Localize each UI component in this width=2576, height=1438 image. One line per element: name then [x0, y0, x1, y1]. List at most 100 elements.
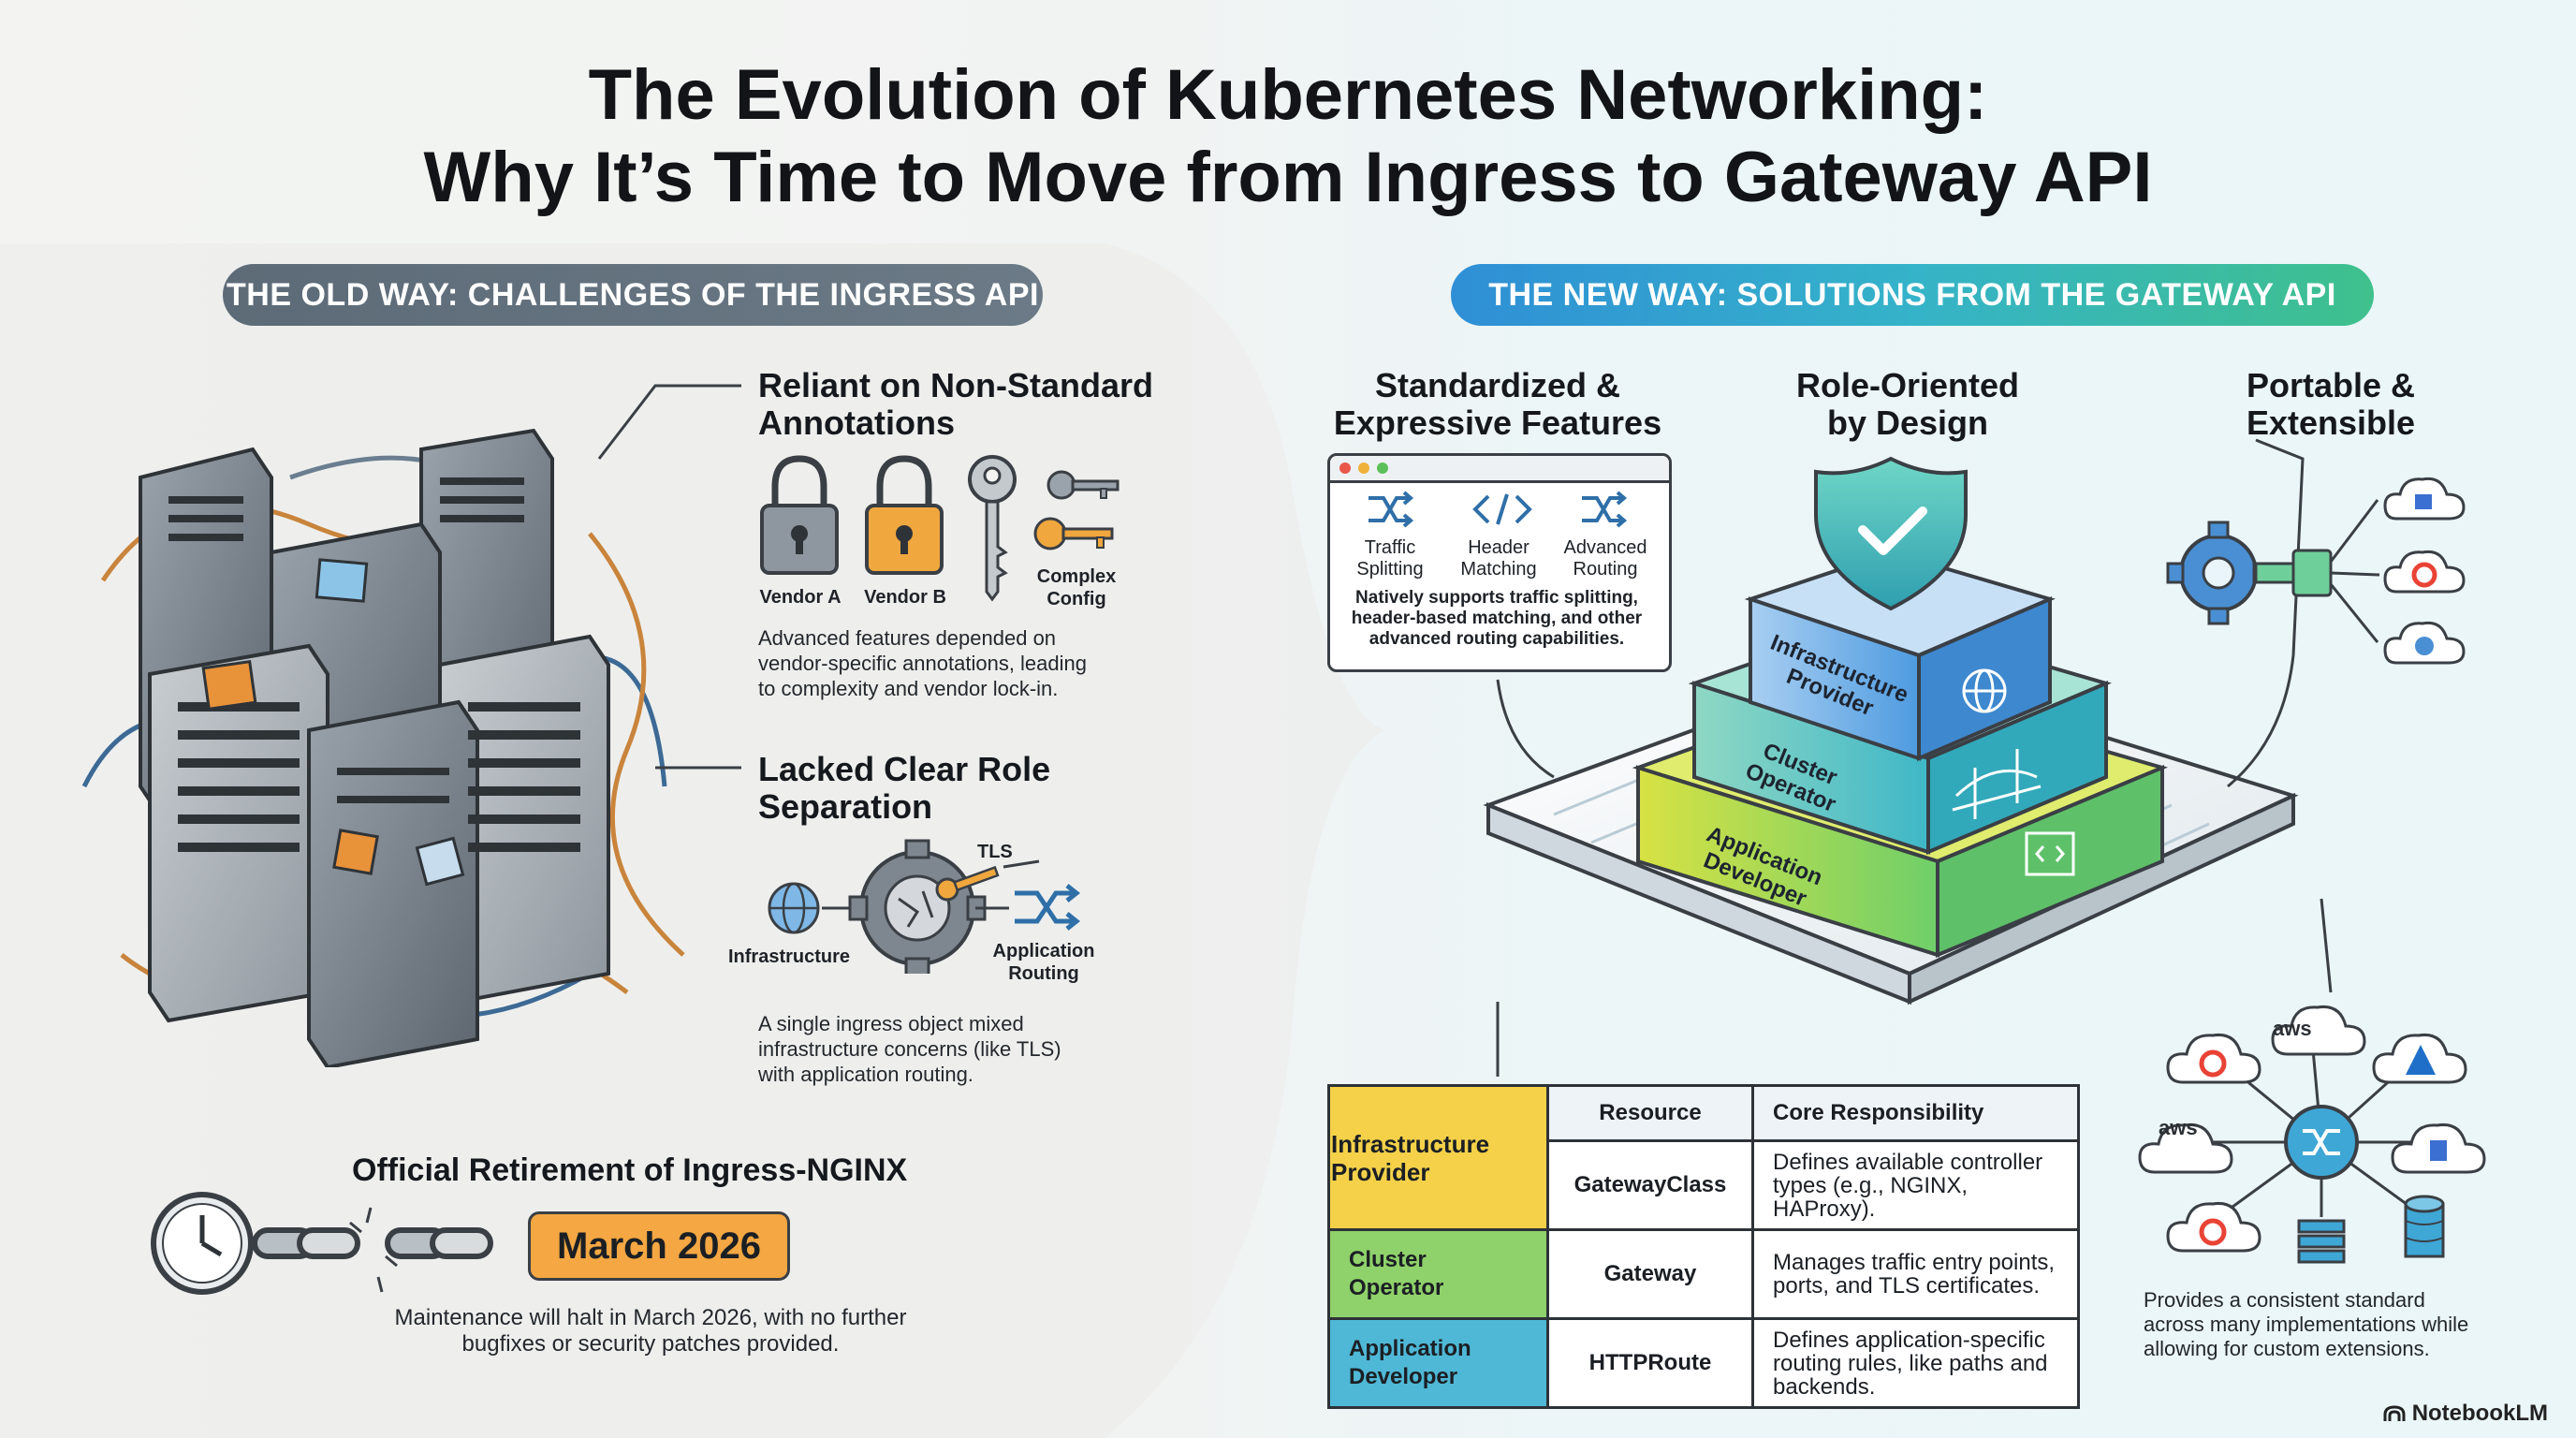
features-heading-line2: Expressive Features [1333, 404, 1662, 442]
roles-heading-line1: Role-Oriented [1795, 366, 2020, 404]
table-row: Application Developer HTTPRoute Defines … [1327, 1317, 2080, 1409]
old-way-header: THE OLD WAY: CHALLENGES OF THE INGRESS A… [223, 264, 1043, 326]
traffic-splitting-line2: Splitting [1356, 559, 1424, 580]
table-role-line2: Operator [1349, 1275, 1444, 1300]
vendor-b-label: Vendor B [864, 587, 946, 608]
aws-left-label: aws [2159, 1116, 2198, 1139]
portable-heading: Portable & Extensible [2144, 367, 2518, 442]
role-resource-table: Infrastructure Provider Resource Core Re… [1327, 1084, 2080, 1409]
table-role-line1: Infrastructure [1331, 1129, 1490, 1158]
shuffle-icon [1582, 491, 1628, 528]
role-separation-desc-line1: A single ingress object mixed [758, 1012, 1024, 1035]
chain-icon [252, 1227, 493, 1259]
table-col-resource: Resource [1546, 1084, 1754, 1142]
table-role-cell: Infrastructure Provider [1327, 1084, 1549, 1231]
infrastructure-label: Infrastructure [728, 946, 851, 967]
cloud-icon [2372, 1033, 2467, 1084]
portable-description: Provides a consistent standard across ma… [2144, 1288, 2468, 1361]
shield-check-icon [1814, 456, 1968, 611]
key-icon [935, 865, 1000, 902]
complex-config-label: Complex Config [1020, 565, 1133, 610]
table-resp-line2: ports, and TLS certificates. [1773, 1273, 2041, 1299]
annotations-heading-line1: Reliant on Non-Standard [758, 366, 1153, 404]
cloud-icon [2166, 1201, 2261, 1253]
role-separation-desc-line2: infrastructure concerns (like TLS) [758, 1037, 1061, 1061]
cloud-icon [2391, 1123, 2486, 1174]
annotations-desc-line1: Advanced features depended on [758, 626, 1057, 650]
padlock-icon [865, 455, 944, 575]
portable-desc-line1: Provides a consistent standard [2144, 1288, 2425, 1312]
table-row: GatewayClass Defines available controlle… [1329, 1139, 2080, 1231]
table-role-cell: Application Developer [1327, 1317, 1549, 1409]
complex-config-line1: Complex [1036, 566, 1117, 587]
advanced-routing-line1: Advanced [1563, 537, 1647, 558]
table-resp-line1: Defines available controller [1773, 1149, 2043, 1175]
database-icon [2404, 1195, 2445, 1258]
table-row: Cluster Operator Gateway Manages traffic… [1327, 1228, 2080, 1320]
features-browser-card [1327, 453, 1672, 672]
portable-heading-line1: Portable & [2246, 366, 2416, 404]
code-icon [1472, 493, 1532, 525]
traffic-splitting-line1: Traffic [1364, 537, 1416, 558]
cloud-icon [2138, 1123, 2233, 1174]
annotations-description: Advanced features depended on vendor-spe… [758, 625, 1087, 701]
table-col-responsibility: Core Responsibility [1751, 1084, 2080, 1142]
notebooklm-logo-icon [2383, 1405, 2406, 1421]
cloud-icon [2271, 1005, 2366, 1056]
table-responsibility-cell: Manages traffic entry points, ports, and… [1751, 1228, 2080, 1320]
table-resource-cell: GatewayClass [1546, 1139, 1754, 1231]
globe-icon [1962, 668, 2007, 713]
extensible-plugin-illustration [2166, 477, 2466, 665]
header-matching-line1: Header [1468, 537, 1530, 558]
retirement-desc-line1: Maintenance will halt in March 2026, wit… [394, 1305, 907, 1330]
vendor-a-label: Vendor A [759, 587, 842, 608]
features-heading-line1: Standardized & [1374, 366, 1621, 404]
roles-heading-line2: by Design [1826, 404, 1989, 442]
key-icon [1046, 470, 1120, 500]
table-role-line1: Application [1349, 1336, 1471, 1361]
features-desc-line2: header-based matching, and other [1351, 609, 1643, 628]
role-separation-description: A single ingress object mixed infrastruc… [758, 1011, 1061, 1087]
clock-chain-illustration [151, 1192, 493, 1295]
server-icon [2297, 1219, 2346, 1264]
table-role-line1: Cluster [1349, 1247, 1427, 1272]
application-routing-line2: Routing [1008, 963, 1079, 984]
key-icon [968, 455, 1017, 602]
portable-desc-line2: across many implementations while [2144, 1313, 2469, 1336]
table-resource-cell: Gateway [1546, 1228, 1754, 1320]
bridge-icon [1952, 749, 2042, 819]
traffic-splitting-label: Traffic Splitting [1339, 537, 1442, 580]
advanced-routing-label: Advanced Routing [1554, 537, 1657, 580]
notebooklm-brand: NotebookLM [2382, 1401, 2548, 1427]
table-responsibility-cell: Defines application-specific routing rul… [1751, 1317, 2080, 1409]
annotations-heading-line2: Annotations [758, 404, 955, 442]
portable-desc-line3: allowing for custom extensions. [2144, 1337, 2430, 1360]
table-role-line2: Provider [1331, 1157, 1430, 1186]
new-way-header: THE NEW WAY: SOLUTIONS FROM THE GATEWAY … [1451, 264, 2374, 326]
gear-icon [848, 839, 987, 974]
features-desc-line1: Natively supports traffic splitting, [1355, 588, 1638, 608]
advanced-routing-line2: Routing [1573, 559, 1638, 580]
shuffle-icon [1368, 491, 1414, 528]
title-line2: Why It’s Time to Move from Ingress to Ga… [423, 138, 2153, 217]
annotations-desc-line3: to complexity and vendor lock-in. [758, 677, 1059, 700]
annotations-heading: Reliant on Non-Standard Annotations [758, 367, 1153, 442]
table-resp-line1: Manages traffic entry points, [1773, 1250, 2056, 1275]
complex-config-line2: Config [1046, 589, 1106, 609]
table-resp-line1: Defines application-specific [1773, 1327, 2045, 1353]
aws-top-label: aws [2273, 1017, 2312, 1040]
page-title: The Evolution of Kubernetes Networking: … [0, 54, 2576, 219]
header-matching-line2: Matching [1460, 559, 1537, 580]
mixed-concerns-illustration [768, 839, 1081, 974]
table-responsibility-cell: Defines available controller types (e.g.… [1751, 1139, 2080, 1231]
cloud-icon [2383, 550, 2466, 594]
cloud-icon [2166, 1033, 2261, 1084]
application-routing-line1: Application [992, 941, 1095, 961]
application-routing-label: Application Routing [983, 940, 1105, 985]
multi-cloud-hub-illustration [2138, 1005, 2486, 1264]
clock-icon [151, 1192, 254, 1295]
features-description: Natively supports traffic splitting, hea… [1333, 588, 1661, 650]
tls-label: TLS [977, 842, 1013, 862]
role-separation-heading-line2: Separation [758, 787, 933, 826]
table-resource-cell: HTTPRoute [1546, 1317, 1754, 1409]
